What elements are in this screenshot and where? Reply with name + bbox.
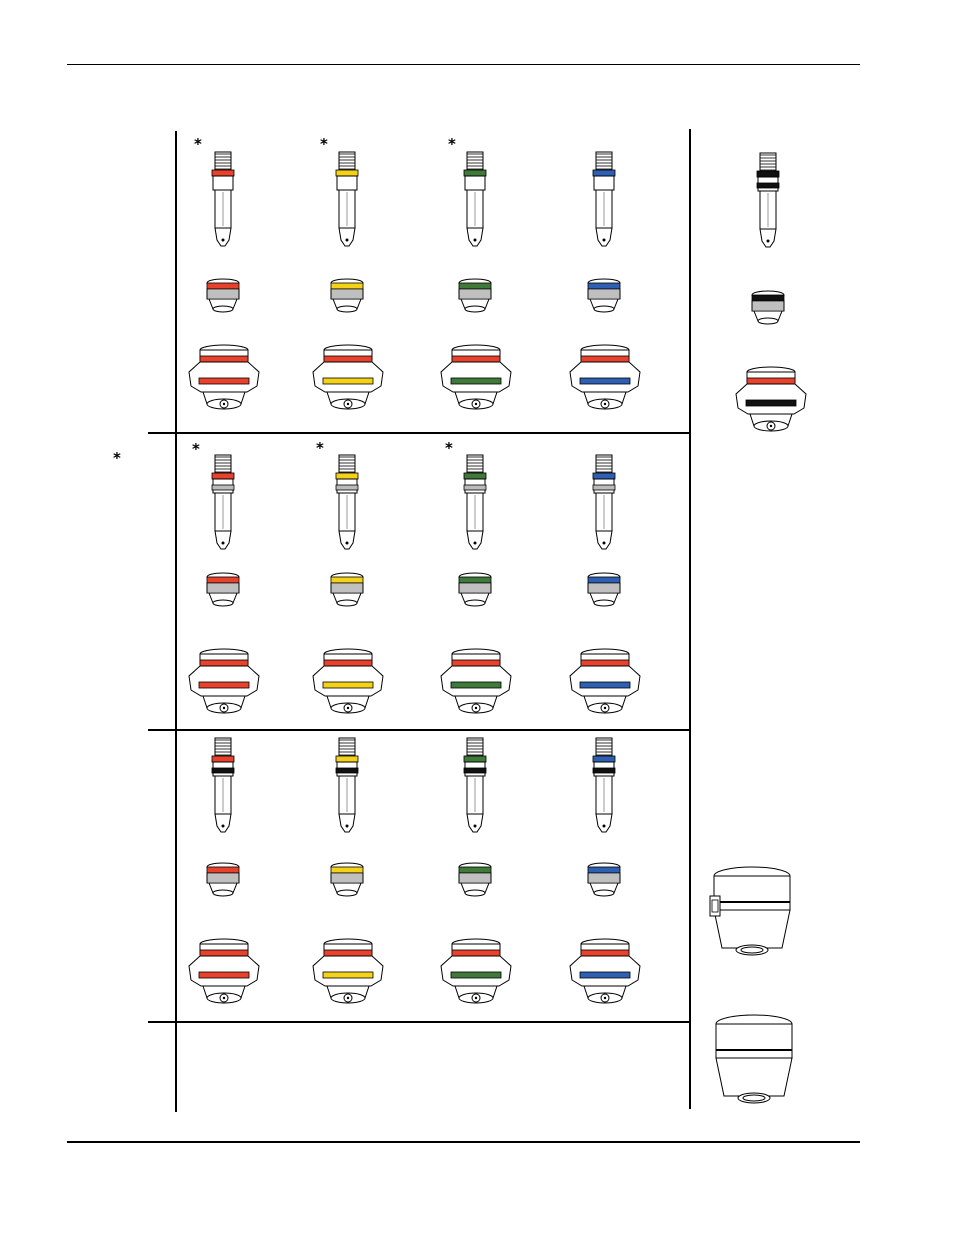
row1-yellow-nozzle [327,278,367,314]
footer-rule [67,1141,860,1143]
row1-blue-nozzle [584,278,624,314]
row2-blue-electrode [588,454,620,555]
header-rule [67,64,860,65]
row1-col2-star: * [320,135,328,153]
row1-col3-star: * [448,135,456,153]
retaining-cap-with-tab [709,866,792,958]
row1-green-nozzle [455,278,495,314]
margin-star-marker: * [113,449,121,467]
row-divider-1 [148,432,691,434]
row1-red-electrode [207,151,239,252]
row3-red-nozzle [203,862,243,898]
row1-yellow-electrode [331,151,363,252]
row3-red-shield [187,938,261,1006]
row2-green-shield [439,648,513,716]
row2-col1-star: * [192,440,200,458]
row2-red-nozzle [203,572,243,608]
row1-blue-shield [568,344,642,412]
row3-blue-electrode [588,737,620,838]
row1-green-shield [439,344,513,412]
row2-yellow-shield [311,648,385,716]
retaining-cap [714,1014,794,1106]
row3-red-electrode [207,737,239,838]
side-shield [734,366,808,434]
row3-blue-nozzle [584,862,624,898]
row2-yellow-nozzle [327,572,367,608]
row1-red-nozzle [203,278,243,314]
row3-blue-shield [568,938,642,1006]
row1-blue-electrode [588,151,620,252]
row2-col3-star: * [445,439,453,457]
row3-green-nozzle [455,862,495,898]
row2-blue-shield [568,648,642,716]
row3-yellow-nozzle [327,862,367,898]
row3-green-electrode [459,737,491,838]
side-nozzle [748,290,788,326]
row2-blue-nozzle [584,572,624,608]
row-divider-3 [148,1021,691,1023]
row2-red-electrode [207,454,239,555]
row3-green-shield [439,938,513,1006]
row2-yellow-electrode [331,454,363,555]
row2-green-electrode [459,454,491,555]
row3-yellow-electrode [331,737,363,838]
table-right-border [689,129,691,1109]
row1-red-shield [187,344,261,412]
row2-green-nozzle [455,572,495,608]
row3-yellow-shield [311,938,385,1006]
table-left-border [175,131,177,1112]
row2-col2-star: * [316,439,324,457]
row1-col1-star: * [194,135,202,153]
row1-green-electrode [459,151,491,252]
row1-yellow-shield [311,344,385,412]
row2-red-shield [187,648,261,716]
row-divider-2 [148,729,691,731]
side-electrode [752,152,784,253]
